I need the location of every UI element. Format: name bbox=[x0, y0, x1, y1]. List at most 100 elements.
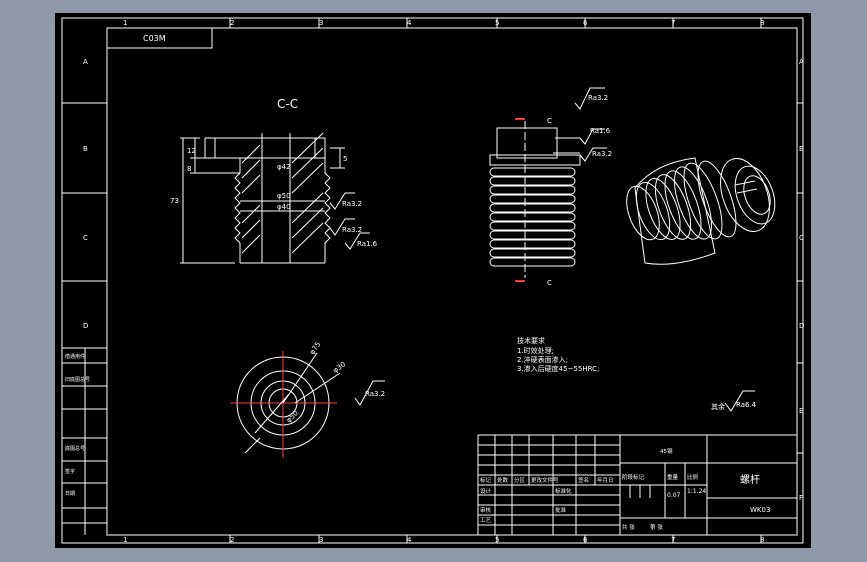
code-box-text: C03M bbox=[143, 34, 166, 43]
bottom-number: 2 bbox=[230, 536, 234, 544]
bottom-view-labels: φ75 φ30 φ50 Ra3.2 bbox=[285, 340, 385, 424]
dim-75: φ75 bbox=[308, 340, 322, 356]
role-label: 工艺 bbox=[480, 517, 492, 524]
bottom-number: 8 bbox=[760, 536, 764, 544]
left-letter: B bbox=[83, 145, 88, 153]
right-letter: F bbox=[799, 494, 803, 502]
footer-label: 共 张 bbox=[622, 523, 635, 531]
strip-label: 借通用件 bbox=[65, 353, 85, 360]
top-number: 4 bbox=[407, 19, 412, 27]
strip-label: 底图总号 bbox=[65, 445, 85, 452]
bottom-number: 1 bbox=[123, 536, 127, 544]
overall-roughness-label: 其余 bbox=[711, 402, 725, 411]
section-view bbox=[180, 132, 345, 264]
section-mark: C bbox=[547, 117, 552, 125]
dim-50: φ50 bbox=[285, 409, 300, 424]
front-view-markers bbox=[515, 118, 525, 282]
strip-label: 日期 bbox=[65, 491, 75, 497]
roughness-label: Ra3.2 bbox=[342, 226, 362, 234]
left-letter: C bbox=[83, 234, 88, 242]
title-block bbox=[477, 434, 798, 536]
front-view-labels: Ra3.2 Ra1.6 Ra3.2 C C bbox=[547, 94, 612, 287]
scale-value: 1:1.24 bbox=[687, 488, 706, 495]
right-header: 阶段标记 bbox=[622, 473, 645, 481]
material-label: 45钢 bbox=[660, 447, 673, 455]
section-dims: φ42 φ50 φ40 73 12 8 5 bbox=[170, 147, 347, 211]
row-header: 签名 bbox=[578, 476, 589, 484]
dim-8: 8 bbox=[187, 165, 191, 173]
left-letter: D bbox=[83, 322, 88, 330]
strip-label: 签字 bbox=[65, 468, 75, 475]
title-block-labels: 45钢 螺杆 WK03 0.07 1:1.24 标记 处数 分区 更改文件号 签… bbox=[480, 447, 770, 531]
top-number: 6 bbox=[583, 19, 588, 27]
left-strip-labels: 借通用件 旧底图总号 底图总号 签字 日期 bbox=[65, 353, 90, 497]
bottom-view bbox=[230, 351, 385, 458]
roughness-label: Ra3.2 bbox=[365, 390, 385, 398]
top-number: 5 bbox=[495, 19, 499, 27]
row-header: 年月日 bbox=[597, 476, 614, 484]
dim-d42: φ42 bbox=[277, 163, 291, 171]
isometric-view bbox=[626, 157, 776, 265]
strip-label: 旧底图总号 bbox=[65, 376, 90, 383]
mid-label: 标准化 bbox=[555, 487, 572, 495]
drawing-number: WK03 bbox=[750, 506, 770, 514]
dim-73: 73 bbox=[170, 197, 179, 205]
code-box bbox=[106, 27, 213, 49]
tech-notes: 技术要求 1.时效处理; 2.淬硬表面渗入; 3.渗入后硬度45~55HRC; bbox=[517, 336, 599, 373]
role-label: 审核 bbox=[480, 506, 492, 514]
section-roughness-symbols bbox=[329, 192, 370, 250]
notes-title: 技术要求 bbox=[517, 336, 545, 345]
roughness-label: Ra1.6 bbox=[357, 240, 378, 248]
top-number: 7 bbox=[671, 19, 675, 27]
roughness-label: Ra3.2 bbox=[592, 150, 612, 158]
bottom-number: 7 bbox=[671, 536, 675, 544]
right-letter: C bbox=[799, 234, 804, 242]
cad-viewport[interactable]: 1 2 3 4 5 6 7 8 1 2 3 4 5 6 7 8 A B C D … bbox=[55, 13, 811, 548]
right-header: 重量 bbox=[667, 473, 679, 481]
row-header: 分区 bbox=[514, 476, 526, 484]
bottom-number: 6 bbox=[583, 536, 588, 544]
notes-line: 2.淬硬表面渗入; bbox=[517, 355, 568, 364]
dim-d50: φ50 bbox=[277, 192, 291, 200]
role-label: 设计 bbox=[480, 487, 492, 495]
top-number: 3 bbox=[319, 19, 323, 27]
row-header: 标记 bbox=[480, 476, 492, 484]
right-letter: D bbox=[799, 322, 804, 330]
right-letter: B bbox=[799, 145, 804, 153]
zone-labels: 1 2 3 4 5 6 7 8 1 2 3 4 5 6 7 8 A B C D … bbox=[83, 19, 804, 544]
right-letter: E bbox=[799, 407, 803, 415]
drawing-canvas: 1 2 3 4 5 6 7 8 1 2 3 4 5 6 7 8 A B C D … bbox=[61, 17, 804, 544]
roughness-label: Ra3.2 bbox=[588, 94, 608, 102]
part-name: 螺杆 bbox=[740, 474, 760, 486]
dim-d40: φ40 bbox=[277, 203, 291, 211]
dim-12: 12 bbox=[187, 147, 196, 155]
right-letter: A bbox=[799, 58, 804, 66]
dim-30: φ30 bbox=[332, 360, 348, 374]
front-view bbox=[489, 87, 607, 278]
bottom-number: 5 bbox=[495, 536, 499, 544]
section-roughness-labels: Ra3.2 Ra3.2 Ra1.6 bbox=[342, 200, 378, 248]
roughness-label: Ra3.2 bbox=[342, 200, 362, 208]
bottom-number: 3 bbox=[319, 536, 323, 544]
dim-5: 5 bbox=[343, 155, 347, 163]
overall-roughness-value: Ra6.4 bbox=[736, 401, 757, 409]
top-number: 2 bbox=[230, 19, 234, 27]
inner-frame bbox=[106, 27, 798, 536]
row-header: 更改文件号 bbox=[531, 476, 559, 484]
left-letter: A bbox=[83, 58, 88, 66]
section-mark: C bbox=[547, 279, 552, 287]
footer-label: 第 张 bbox=[650, 523, 663, 531]
outer-frame bbox=[61, 17, 804, 544]
notes-line: 3.渗入后硬度45~55HRC; bbox=[517, 364, 599, 373]
top-number: 1 bbox=[123, 19, 127, 27]
overall-roughness-symbol bbox=[724, 390, 755, 412]
left-strip bbox=[62, 347, 107, 535]
row-header: 处数 bbox=[497, 476, 509, 484]
mid-label: 批准 bbox=[555, 506, 567, 514]
bottom-number: 4 bbox=[407, 536, 412, 544]
section-title: C-C bbox=[277, 97, 298, 111]
zone-ticks bbox=[62, 18, 803, 543]
roughness-label: Ra1.6 bbox=[590, 127, 611, 135]
top-number: 8 bbox=[760, 19, 764, 27]
right-header: 比例 bbox=[687, 473, 699, 481]
